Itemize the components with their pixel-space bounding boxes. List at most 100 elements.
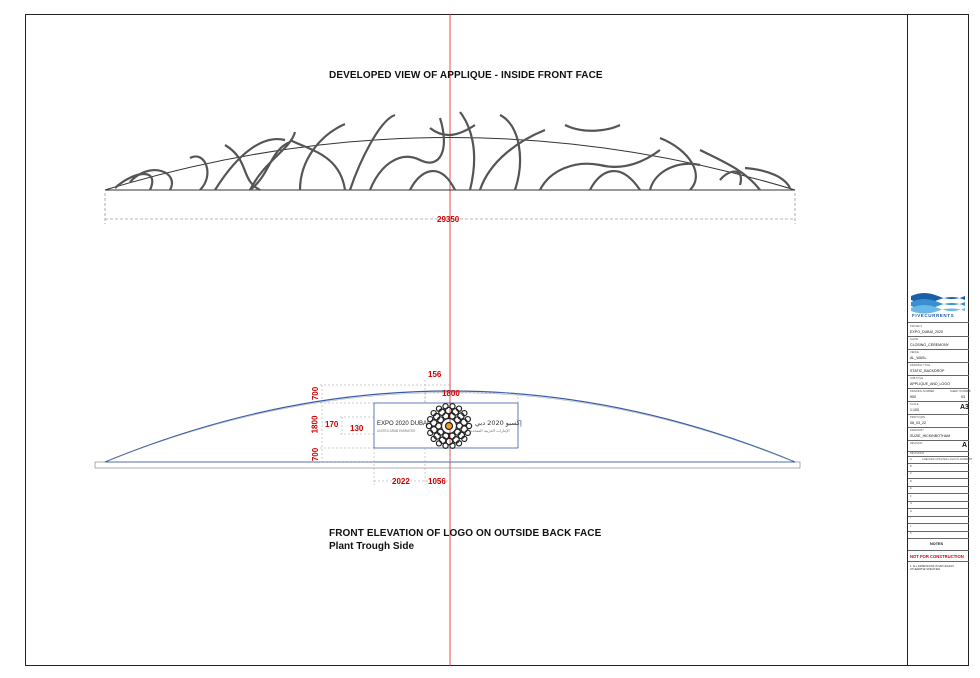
show-caption: SHOW bbox=[910, 338, 919, 341]
emblem-ring-circle bbox=[438, 436, 447, 444]
notes-label: NOTES bbox=[930, 542, 944, 546]
bottom-view-title: FRONT ELEVATION OF LOGO ON OUTSIDE BACK … bbox=[329, 528, 602, 539]
dimension-29350: 29350 bbox=[437, 215, 460, 224]
revision-letter: E bbox=[910, 487, 912, 490]
emblem-ring-circle bbox=[444, 406, 453, 415]
tb-divider bbox=[908, 401, 969, 402]
revision-row-divider bbox=[908, 470, 969, 472]
drawn-by-value: SUZIE_HICKINBOTHAM bbox=[910, 434, 951, 438]
emblem-ring-circle bbox=[442, 403, 449, 410]
dimension-130: 130 bbox=[350, 424, 364, 433]
emblem-ring-circle bbox=[430, 435, 437, 443]
sub-title-value: APPLIQUE_AND_LOGO bbox=[910, 382, 950, 386]
revision-row-divider bbox=[908, 485, 969, 487]
revision-row-divider bbox=[908, 500, 969, 502]
plant-trough-base bbox=[94, 461, 801, 469]
sheet-number-value: 03 bbox=[961, 395, 965, 399]
revision-row-divider bbox=[908, 478, 969, 479]
dimension-2022: 2022 bbox=[392, 477, 410, 486]
logo-english-subtext: UNITED ARAB EMIRATES bbox=[377, 429, 416, 433]
revision-caption: REVISION bbox=[910, 442, 923, 445]
emblem-ring-circle bbox=[430, 419, 438, 427]
emblem-ring-circle bbox=[449, 403, 456, 410]
expo-emblem bbox=[425, 403, 473, 449]
scale-value: 1:100 bbox=[910, 408, 919, 412]
tb-divider bbox=[908, 414, 969, 415]
drawing-title-caption: DRAWING TITLE bbox=[910, 364, 931, 367]
revision-letter: B bbox=[910, 464, 912, 468]
emblem-ring-circle bbox=[435, 440, 443, 447]
elevation-arch-inner bbox=[107, 392, 793, 462]
revisions-caption: REVISIONS bbox=[910, 452, 925, 455]
sub-title-caption: SUB TITLE bbox=[910, 377, 924, 380]
emblem-ring-circle bbox=[442, 442, 449, 449]
applique-arch-outline bbox=[104, 137, 796, 191]
revision-row-divider bbox=[908, 530, 969, 532]
tb-divider bbox=[908, 375, 969, 376]
dimension-156: 156 bbox=[428, 370, 442, 379]
dimension-700-bottom: 700 bbox=[311, 447, 321, 462]
tb-divider bbox=[908, 550, 969, 551]
sheet-number-caption: SHEET NUMBER bbox=[950, 390, 971, 393]
dimension-1800-horizontal: 1800 bbox=[442, 389, 460, 398]
title-block bbox=[907, 14, 969, 666]
note-1: 1. ALL DIMENSIONS IN MM UNLESS OTHERWISE… bbox=[910, 565, 954, 572]
venue-value: AL_WASL bbox=[910, 356, 927, 360]
tb-divider bbox=[908, 451, 969, 452]
revision-letter: I bbox=[910, 517, 911, 520]
logo-arabic-subtext: الإمارات العربية المتحدة bbox=[470, 428, 510, 433]
emblem-ring-circle bbox=[461, 435, 468, 443]
tb-divider bbox=[908, 349, 969, 350]
tb-divider bbox=[908, 322, 969, 323]
dimension-700-top: 700 bbox=[311, 386, 321, 401]
emblem-ring-circle bbox=[449, 442, 456, 449]
tb-divider bbox=[908, 388, 969, 389]
venue-caption: VENUE bbox=[910, 351, 919, 354]
drawn-by-caption: DRAWN BY bbox=[910, 429, 924, 432]
tb-divider bbox=[908, 440, 969, 441]
emblem-ring-circle bbox=[461, 409, 468, 417]
emblem-ring-circle bbox=[455, 440, 463, 447]
not-for-construction: NOT FOR CONSTRUCTION bbox=[910, 554, 964, 559]
emblem-ring-circle bbox=[427, 429, 434, 437]
revision-letter: H bbox=[910, 509, 912, 513]
revision-row-divider bbox=[908, 463, 969, 464]
bottom-view-subtitle: Plant Trough Side bbox=[329, 541, 415, 552]
revision-row-divider bbox=[908, 515, 969, 517]
dimension-170: 170 bbox=[325, 420, 339, 429]
project-value: EXPO_DUBAI_2020 bbox=[910, 330, 943, 334]
emblem-ring-circle bbox=[451, 408, 460, 416]
drawing-number-value: 900 bbox=[910, 395, 916, 399]
emblem-ring-circle bbox=[425, 422, 433, 430]
brand-logo-waves bbox=[909, 286, 967, 314]
drawing-frame bbox=[25, 14, 969, 666]
emblem-ring-circle bbox=[435, 405, 443, 412]
show-value: CLOSING_CEREMONY bbox=[910, 343, 949, 347]
revision-letter: K bbox=[910, 532, 912, 535]
dimension-1056: 1056 bbox=[428, 477, 446, 486]
emblem-ring-circle bbox=[427, 415, 434, 423]
emblem-ring-circle bbox=[430, 409, 437, 417]
revision-row-divider bbox=[908, 508, 969, 509]
dimension-1800-vertical: 1800 bbox=[310, 415, 320, 434]
revision-value: A bbox=[962, 442, 968, 449]
tb-divider bbox=[908, 336, 969, 337]
top-view-title: DEVELOPED VIEW OF APPLIQUE - INSIDE FRON… bbox=[329, 70, 603, 81]
revision-letter: D bbox=[910, 479, 912, 483]
print-date-value: 08_03_22 bbox=[910, 421, 926, 425]
revision-letter: G bbox=[910, 502, 913, 505]
revision-letter: J bbox=[910, 524, 912, 528]
elevation-arch bbox=[104, 390, 796, 463]
paper-size: A3 bbox=[960, 404, 969, 411]
emblem-ring-circle bbox=[438, 408, 446, 417]
emblem-ring-circle bbox=[455, 405, 463, 412]
logo-english-text: EXPO 2020 DUBAI bbox=[377, 421, 429, 427]
rev-a-letter: A bbox=[910, 458, 912, 461]
logo-arabic-text: إكسبو 2020 دبي bbox=[475, 419, 522, 427]
drawing-title-value: STATIC_BACKDROP bbox=[910, 369, 945, 373]
tb-divider bbox=[908, 427, 969, 428]
emblem-ring-circle bbox=[464, 429, 471, 437]
tb-divider bbox=[908, 362, 969, 363]
